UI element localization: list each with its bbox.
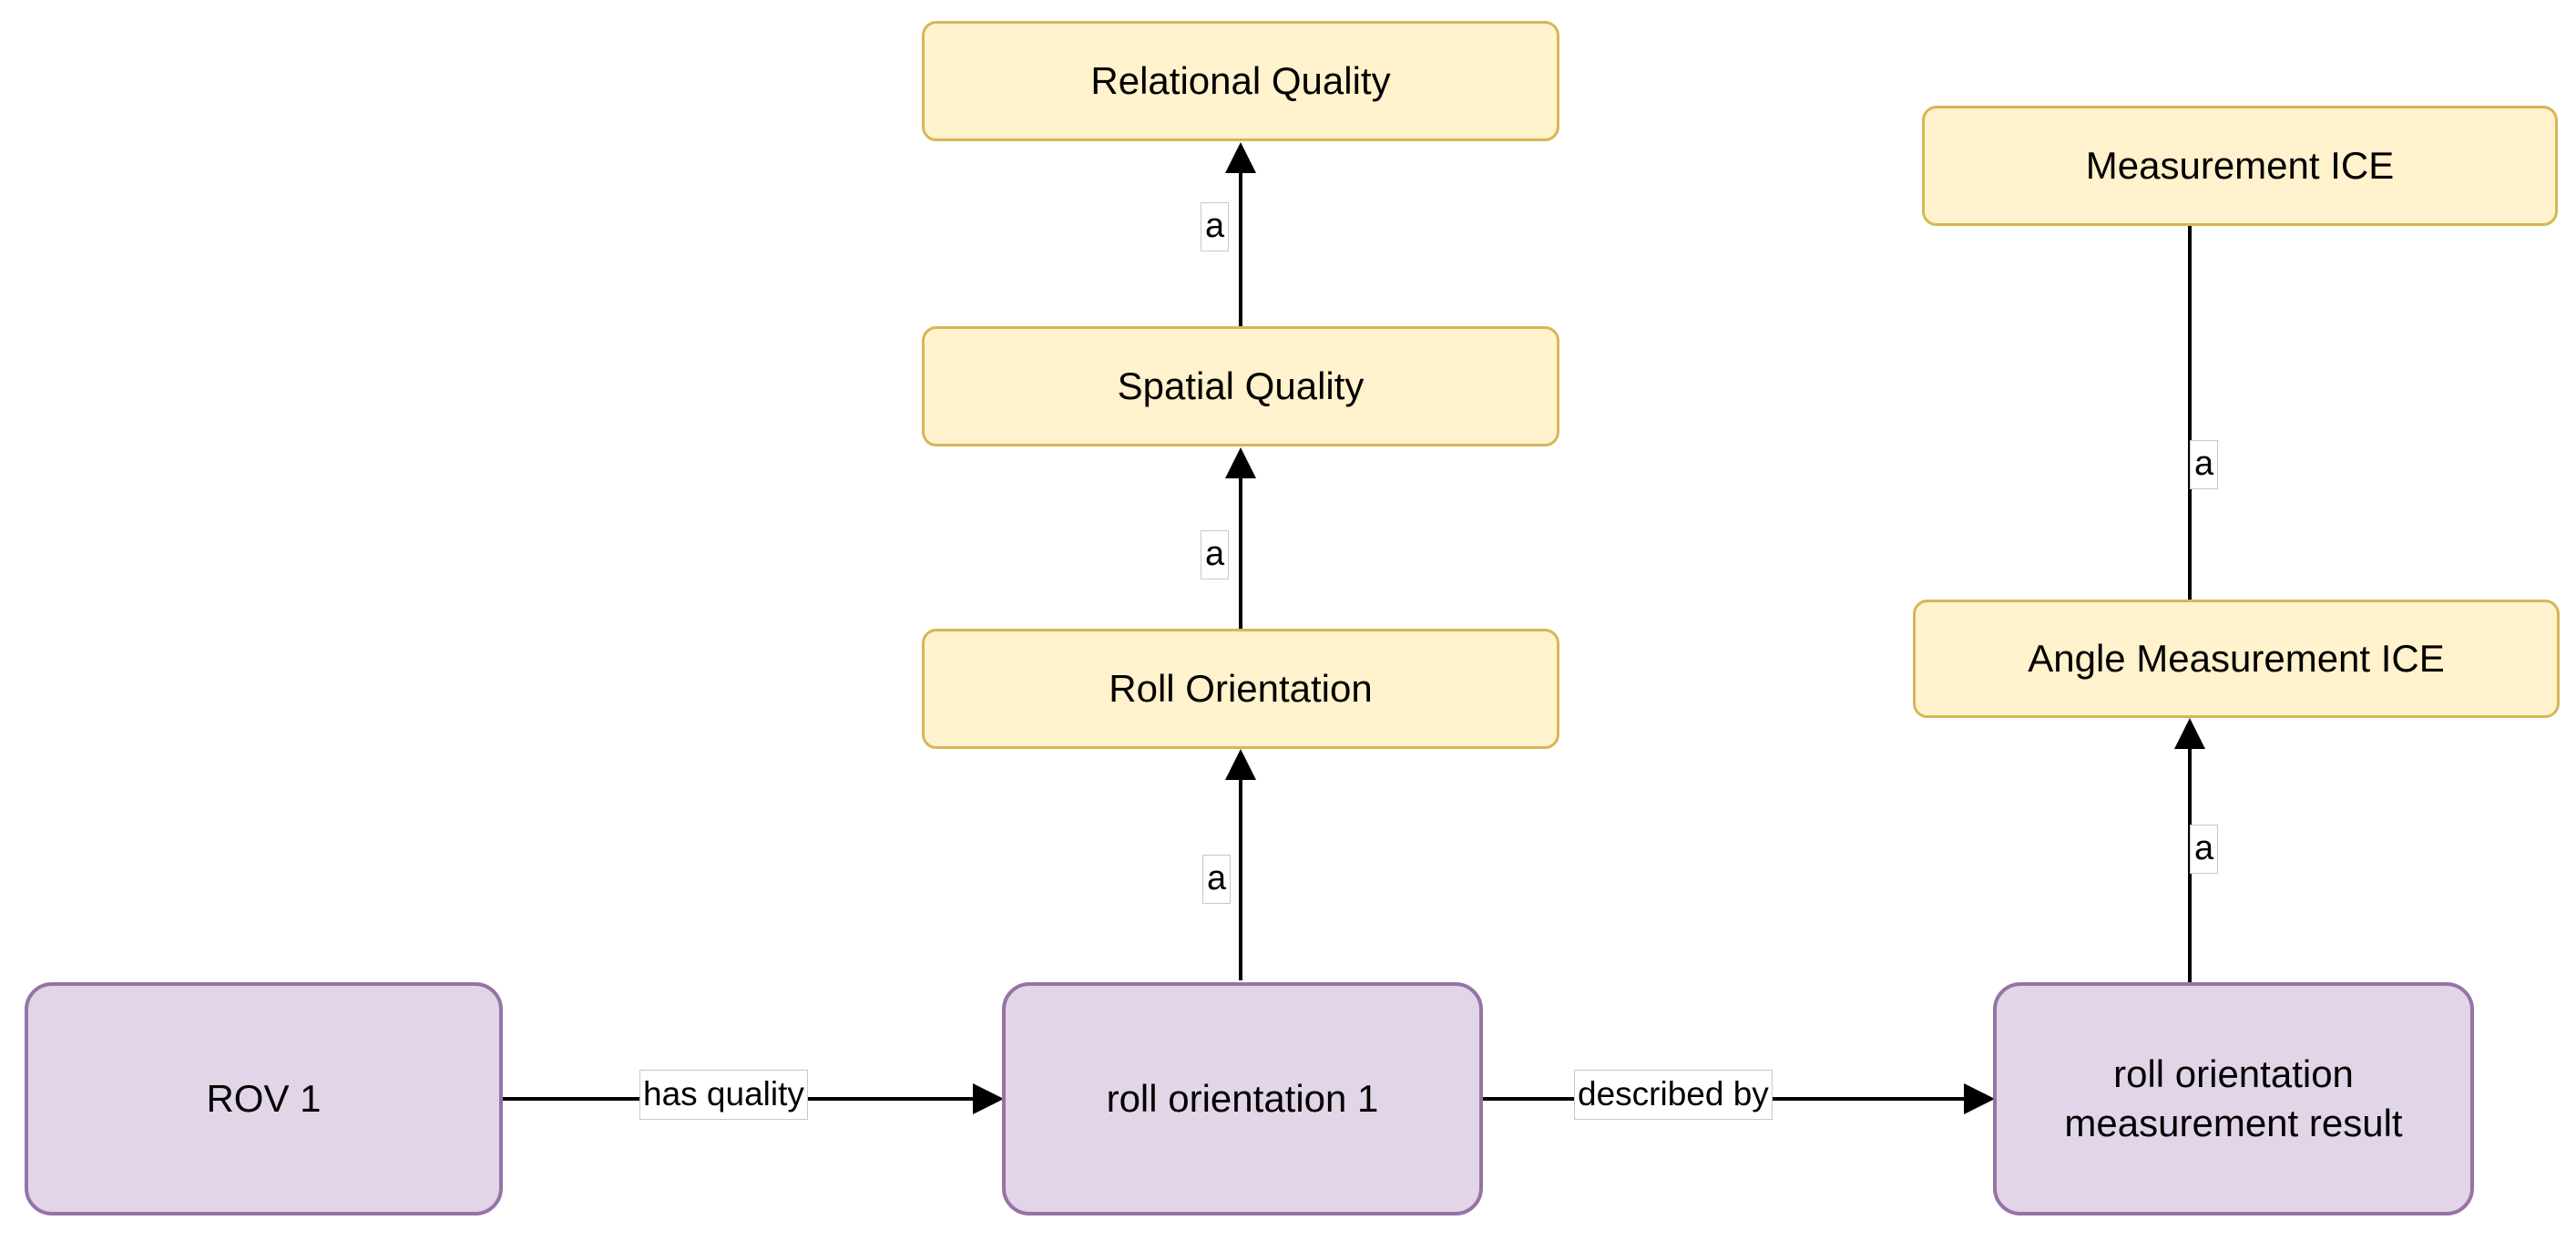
- edge-spatial-quality-to-relational-quality: [1239, 173, 1242, 326]
- edge-label-has-quality: has quality: [639, 1070, 808, 1120]
- edge-label-spatial-quality-to-relational-quality: a: [1201, 202, 1230, 251]
- node-label-spatial-quality: Spatial Quality: [1117, 364, 1365, 408]
- arrowhead-roll-orientation-1-to-result: [1964, 1083, 1995, 1114]
- node-label-angle-measurement-ice: Angle Measurement ICE: [2028, 637, 2445, 681]
- arrowhead-result-to-angle-measurement-ice: [2174, 718, 2205, 749]
- node-label-rov-1: ROV 1: [206, 1077, 322, 1121]
- node-spatial-quality[interactable]: Spatial Quality: [922, 326, 1559, 446]
- edge-label-roll-orientation-to-spatial-quality: a: [1201, 530, 1230, 579]
- arrowhead-rov1-to-roll-orientation-1: [973, 1083, 1004, 1114]
- node-measurement-ice[interactable]: Measurement ICE: [1922, 106, 2558, 226]
- node-label-roll-orientation-measurement-result: roll orientation measurement result: [2064, 1052, 2403, 1144]
- node-label-relational-quality: Relational Quality: [1090, 59, 1391, 103]
- edge-roll-orientation-to-spatial-quality: [1239, 478, 1242, 629]
- node-label-measurement-ice: Measurement ICE: [2085, 144, 2395, 188]
- node-angle-measurement-ice[interactable]: Angle Measurement ICE: [1913, 600, 2560, 718]
- node-label-roll-orientation: Roll Orientation: [1109, 667, 1373, 711]
- node-label-roll-orientation-1: roll orientation 1: [1106, 1077, 1379, 1121]
- arrowhead-spatial-quality-to-relational-quality: [1225, 142, 1256, 173]
- node-roll-orientation[interactable]: Roll Orientation: [922, 629, 1559, 749]
- arrowhead-roll-orientation-to-spatial-quality: [1225, 447, 1256, 478]
- node-roll-orientation-measurement-result[interactable]: roll orientation measurement result: [1993, 982, 2474, 1215]
- edge-instance-to-roll-orientation: [1239, 780, 1242, 980]
- edge-label-described-by: described by: [1574, 1070, 1773, 1120]
- edge-label-instance-to-roll-orientation: a: [1202, 855, 1232, 904]
- node-roll-orientation-1[interactable]: roll orientation 1: [1002, 982, 1483, 1215]
- edge-label-angle-measurement-ice-to-measurement-ice: a: [2190, 440, 2219, 489]
- edge-angle-measurement-ice-to-measurement-ice: [2188, 226, 2192, 600]
- node-relational-quality[interactable]: Relational Quality: [922, 21, 1559, 141]
- node-rov-1[interactable]: ROV 1: [25, 982, 503, 1215]
- edge-label-result-to-angle-measurement-ice: a: [2190, 825, 2219, 874]
- arrowhead-instance-to-roll-orientation: [1225, 749, 1256, 780]
